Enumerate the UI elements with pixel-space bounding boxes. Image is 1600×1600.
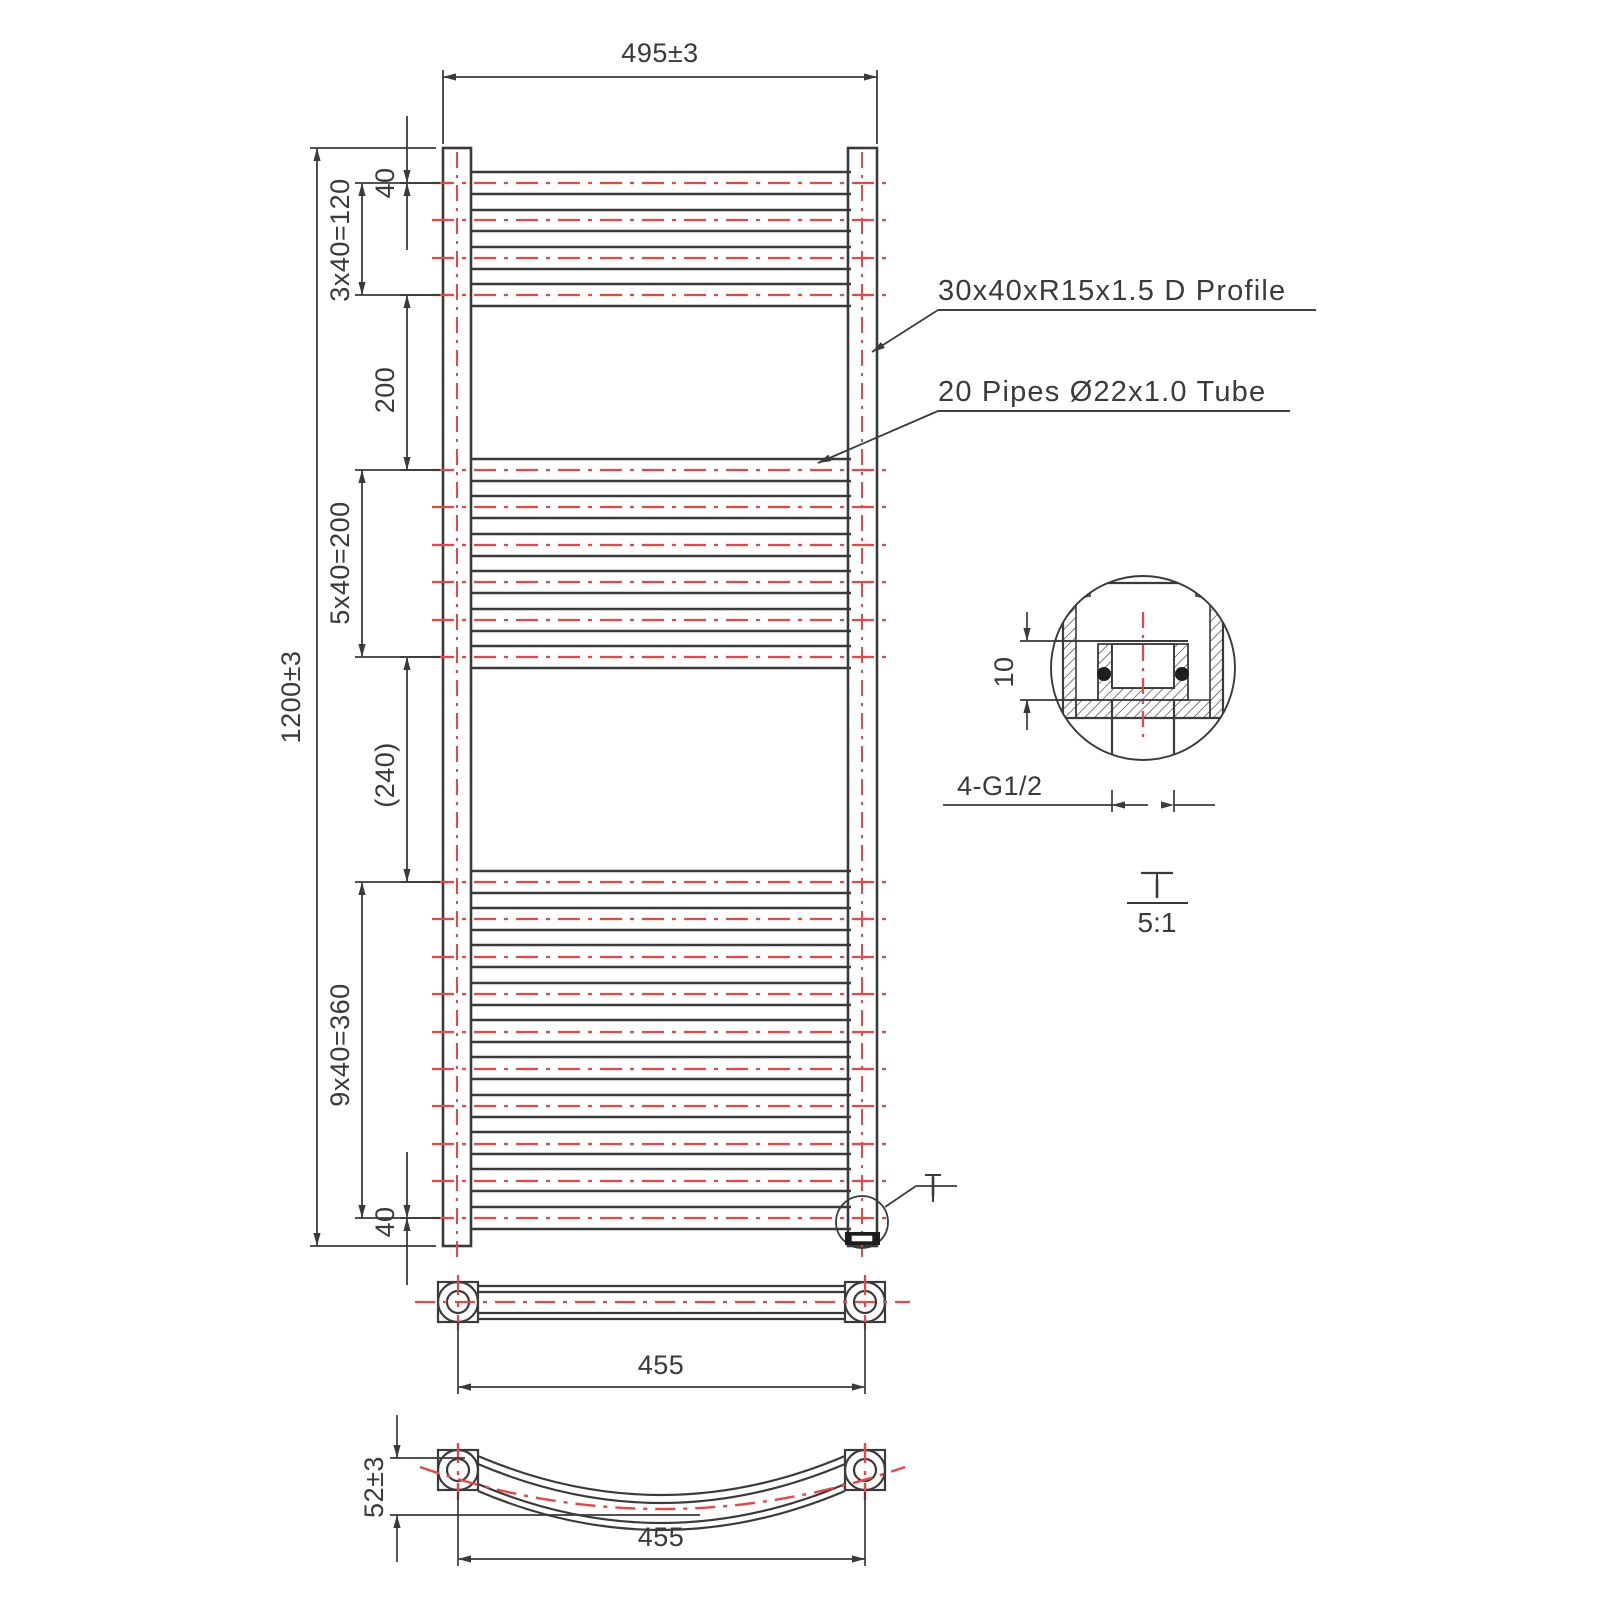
curved-view <box>436 1448 887 1532</box>
dim-detail-thread <box>943 790 1215 812</box>
leader-pipes-note <box>817 410 1290 464</box>
dim-bottom-offset-40 <box>400 1152 440 1285</box>
leader-profile-note <box>871 309 1316 353</box>
dim-group-5x40 <box>355 469 440 658</box>
detail-marker-label-tick <box>925 1174 941 1202</box>
dim-group-9x40 <box>355 881 440 1219</box>
dim-label-group-5x40: 5x40=200 <box>325 501 355 624</box>
dim-group-3x40 <box>355 182 440 296</box>
dim-label-group-9x40: 9x40=360 <box>325 983 355 1106</box>
pipe-group-middle <box>432 457 890 670</box>
dim-top-view-455 <box>457 1322 866 1394</box>
pipe-group-lower <box>432 869 890 1231</box>
dim-label-group-3x40: 3x40=120 <box>325 178 355 301</box>
note-underlines <box>938 309 1316 412</box>
dim-label-overall-width: 495±3 <box>621 38 698 68</box>
dim-label-detail-thread: 4-G1/2 <box>957 771 1043 801</box>
dim-detail-wall-10 <box>1020 612 1098 730</box>
curved-view-centerline <box>419 1443 906 1511</box>
dim-label-gap-200: 200 <box>370 367 400 414</box>
dim-curved-width-455 <box>457 1492 866 1566</box>
top-view-centerlines <box>415 1275 910 1330</box>
dim-gap-200 <box>400 294 440 471</box>
detail-marker-circle <box>835 1185 957 1249</box>
note-pipes: 20 Pipes Ø22x1.0 Tube <box>938 376 1266 408</box>
detail-marker-letter-front: I <box>929 1171 937 1202</box>
dim-overall-width <box>442 70 878 144</box>
post-centerlines <box>456 152 863 1262</box>
dim-curved-depth-52 <box>390 1415 700 1562</box>
inlet-fitting-symbol <box>845 1232 880 1245</box>
detail-view-marker: I <box>1153 873 1161 904</box>
dim-gap-240-reference <box>400 656 440 883</box>
pipe-group-upper <box>432 170 890 308</box>
dim-overall-height <box>310 147 436 1247</box>
dim-label-overall-height: 1200±3 <box>276 651 306 744</box>
dim-label-bottom-offset: 40 <box>370 1206 400 1237</box>
detail-scale-divider <box>1127 871 1188 904</box>
dim-label-gap-240: (240) <box>370 742 400 808</box>
note-profile: 30x40xR15x1.5 D Profile <box>938 275 1286 307</box>
detail-view-circle <box>1050 575 1236 761</box>
dim-label-curved-depth: 52±3 <box>359 1456 389 1518</box>
dim-label-detail-wall: 10 <box>989 656 1019 687</box>
dim-label-top-offset: 40 <box>370 167 400 198</box>
dim-label-curved-width: 455 <box>638 1522 685 1552</box>
detail-view-scale: 5:1 <box>1138 907 1177 938</box>
dim-label-top-view-width: 455 <box>638 1350 685 1380</box>
